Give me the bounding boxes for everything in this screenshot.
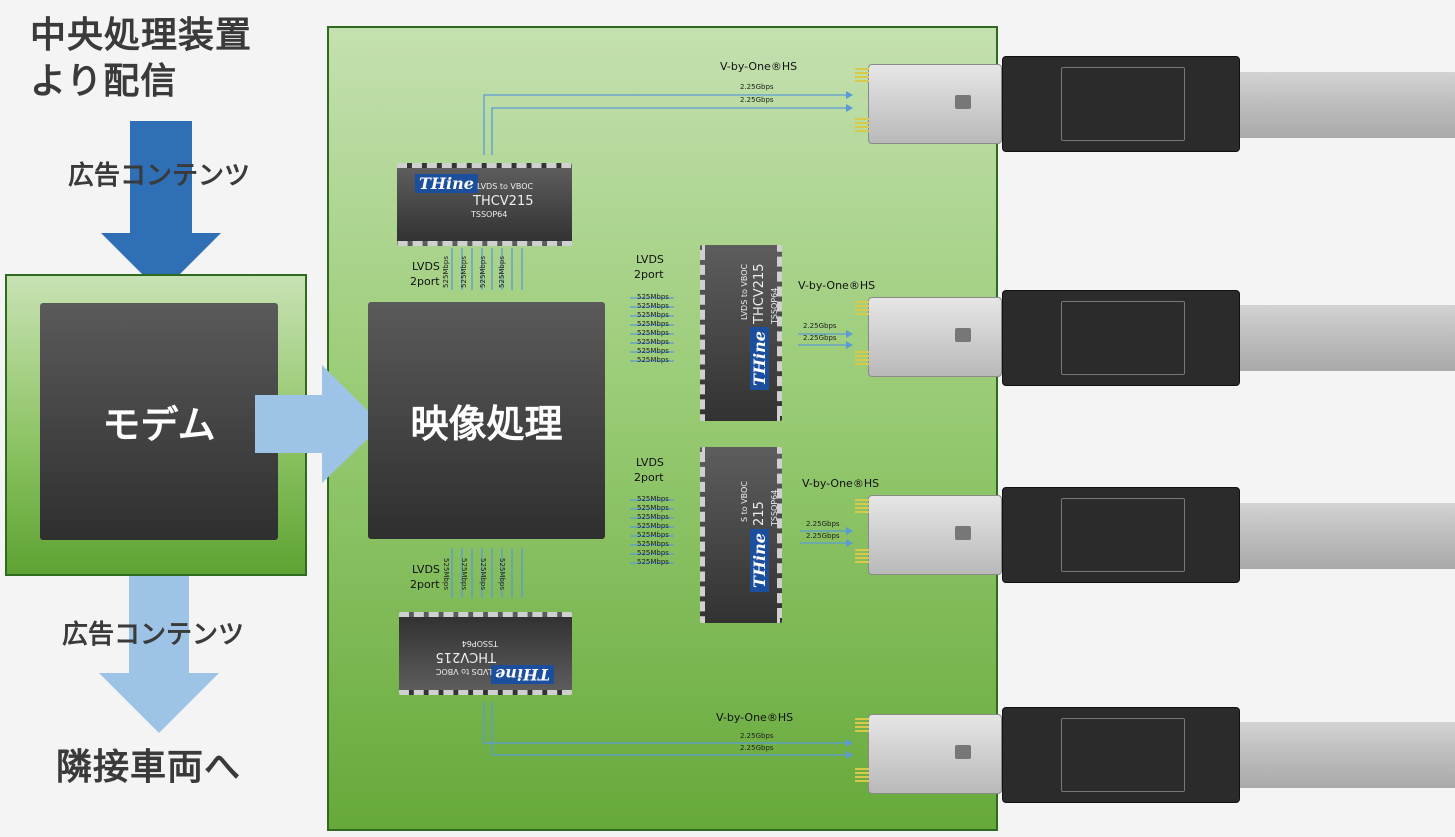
lane-rate: 525Mbps <box>497 558 506 590</box>
chip-part: THCV215 <box>752 263 767 325</box>
lane-rate: 525Mbps <box>637 302 669 310</box>
receptacle-3 <box>868 495 1002 575</box>
modem-chip: モデム <box>40 303 278 540</box>
port-label-bottom: 2port <box>410 578 440 591</box>
lane-rate: 525Mbps <box>637 495 669 503</box>
receptacle-2 <box>868 297 1002 377</box>
source-label-line1: 中央処理装置 <box>30 15 253 56</box>
lane-rate: 525Mbps <box>497 256 506 288</box>
chip-package: TSSOP64 <box>471 210 508 219</box>
cable-2 <box>1238 305 1455 371</box>
outgoing-arrow <box>99 560 219 733</box>
chip-package: TSSOP64 <box>770 287 779 324</box>
vbo-rate: 2.25Gbps <box>740 96 774 104</box>
lane-rate: 525Mbps <box>637 320 669 328</box>
source-label-line2: より配信 <box>30 61 178 102</box>
vbo-label-3: V-by-One®HS <box>802 477 880 490</box>
plug-4 <box>1002 707 1240 803</box>
lane-rate: 525Mbps <box>637 504 669 512</box>
lane-rate: 525Mbps <box>637 356 669 364</box>
lvds-label-top: LVDS <box>412 260 440 273</box>
incoming-arrow <box>101 121 221 293</box>
left-arrows <box>99 121 221 733</box>
cable-3 <box>1238 503 1455 569</box>
lane-rate: 525Mbps <box>637 549 669 557</box>
chip-part: THCV215 <box>435 649 497 664</box>
lane-rate: 525Mbps <box>637 338 669 346</box>
modem-to-video-arrow <box>255 365 382 483</box>
thine-logo: THine <box>750 529 769 592</box>
vbo-rate: 2.25Gbps <box>806 520 840 528</box>
thine-logo: THine <box>750 327 769 390</box>
chip-part: THCV215 <box>473 194 534 209</box>
plug-1 <box>1002 56 1240 152</box>
vbo-label-1: V-by-One®HS <box>720 60 798 73</box>
lane-rate: 525Mbps <box>459 558 468 590</box>
vbo-rate: 2.25Gbps <box>803 322 837 330</box>
thine-logo: THine <box>415 174 478 193</box>
lane-rate: 525Mbps <box>637 522 669 530</box>
video-label: 映像処理 <box>410 402 563 446</box>
lane-rate: 525Mbps <box>478 256 487 288</box>
thcv215-middle-1: THine LVDS to VBOC THCV215 TSSOP64 <box>700 245 782 421</box>
cable-4 <box>1238 722 1455 788</box>
receptacle-4 <box>868 714 1002 794</box>
lane-rate: 525Mbps <box>637 347 669 355</box>
chip-subtitle: LVDS to VBOC <box>740 263 749 320</box>
chip-subtitle: S to VBOC <box>740 481 749 522</box>
thcv215-middle-2: THine S to VBOC 215 TSSOP64 <box>700 447 782 623</box>
chip-subtitle: LVDS to VBOC <box>477 182 534 191</box>
plug-3 <box>1002 487 1240 583</box>
lane-rate: 525Mbps <box>637 513 669 521</box>
vbo-rate: 2.25Gbps <box>806 532 840 540</box>
receptacle-1 <box>868 64 1002 144</box>
lvds-label-mid1: LVDS <box>636 253 664 266</box>
destination-label: 隣接車両へ <box>56 747 242 788</box>
port-label-mid2: 2port <box>634 471 664 484</box>
vbo-label-4: V-by-One®HS <box>716 711 794 724</box>
lane-rate: 525Mbps <box>637 293 669 301</box>
content-label-bottom: 広告コンテンツ <box>62 620 245 650</box>
vbo-rate: 2.25Gbps <box>803 334 837 342</box>
lane-rate: 525Mbps <box>637 329 669 337</box>
lane-rate: 525Mbps <box>637 558 669 566</box>
modem-label: モデム <box>102 403 216 447</box>
lvds-label-bottom: LVDS <box>412 563 440 576</box>
cable-1 <box>1238 72 1455 138</box>
vbo-rate: 2.25Gbps <box>740 83 774 91</box>
port-label-top: 2port <box>410 275 440 288</box>
lane-rate: 525Mbps <box>637 531 669 539</box>
thcv215-top: THine LVDS to VBOC THCV215 TSSOP64 <box>397 163 572 246</box>
vbo-label-2: V-by-One®HS <box>798 279 876 292</box>
connector-pins <box>855 68 869 782</box>
chip-part: 215 <box>752 501 767 526</box>
vbo-rate: 2.25Gbps <box>740 744 774 752</box>
lane-rate: 525Mbps <box>478 558 487 590</box>
thcv215-bottom: THine LVDS to VBOC THCV215 TSSOP64 <box>399 612 572 695</box>
lane-rate: 525Mbps <box>441 558 450 590</box>
thine-logo: THine <box>491 665 554 684</box>
lane-rate: 525Mbps <box>441 256 450 288</box>
chip-package: TSSOP64 <box>461 639 498 648</box>
chip-package: TSSOP64 <box>770 489 779 526</box>
lane-rate: 525Mbps <box>637 311 669 319</box>
lane-rate: 525Mbps <box>459 256 468 288</box>
lvds-label-mid2: LVDS <box>636 456 664 469</box>
video-processor-chip: 映像処理 <box>368 302 605 539</box>
plug-2 <box>1002 290 1240 386</box>
content-label-top: 広告コンテンツ <box>68 161 251 191</box>
chip-subtitle: LVDS to VBOC <box>435 667 492 676</box>
vbo-rate: 2.25Gbps <box>740 732 774 740</box>
port-label-mid1: 2port <box>634 268 664 281</box>
lane-rate: 525Mbps <box>637 540 669 548</box>
